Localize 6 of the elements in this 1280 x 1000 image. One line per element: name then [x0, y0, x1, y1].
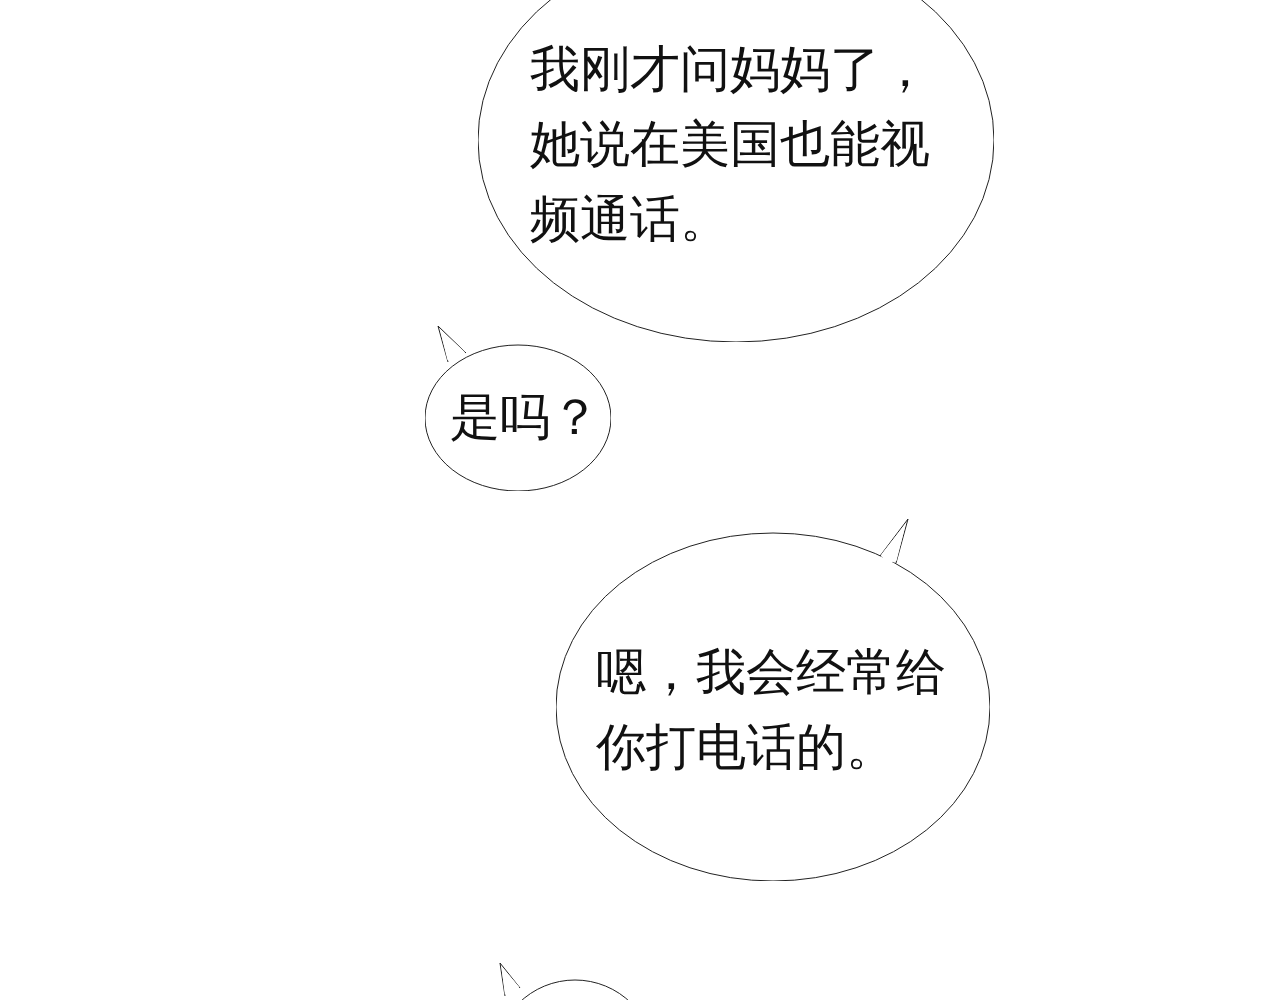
speech-bubble — [478, 0, 994, 342]
speech-bubble — [425, 326, 611, 491]
dialogue-text: 嗯，我会经常给你打电话的。 — [596, 642, 947, 778]
dialogue-text: 我刚才问妈妈了，她说在美国也能视频通话。 — [530, 39, 931, 250]
dialogue-text: 是吗？ — [450, 387, 601, 448]
speech-bubble — [556, 519, 990, 881]
